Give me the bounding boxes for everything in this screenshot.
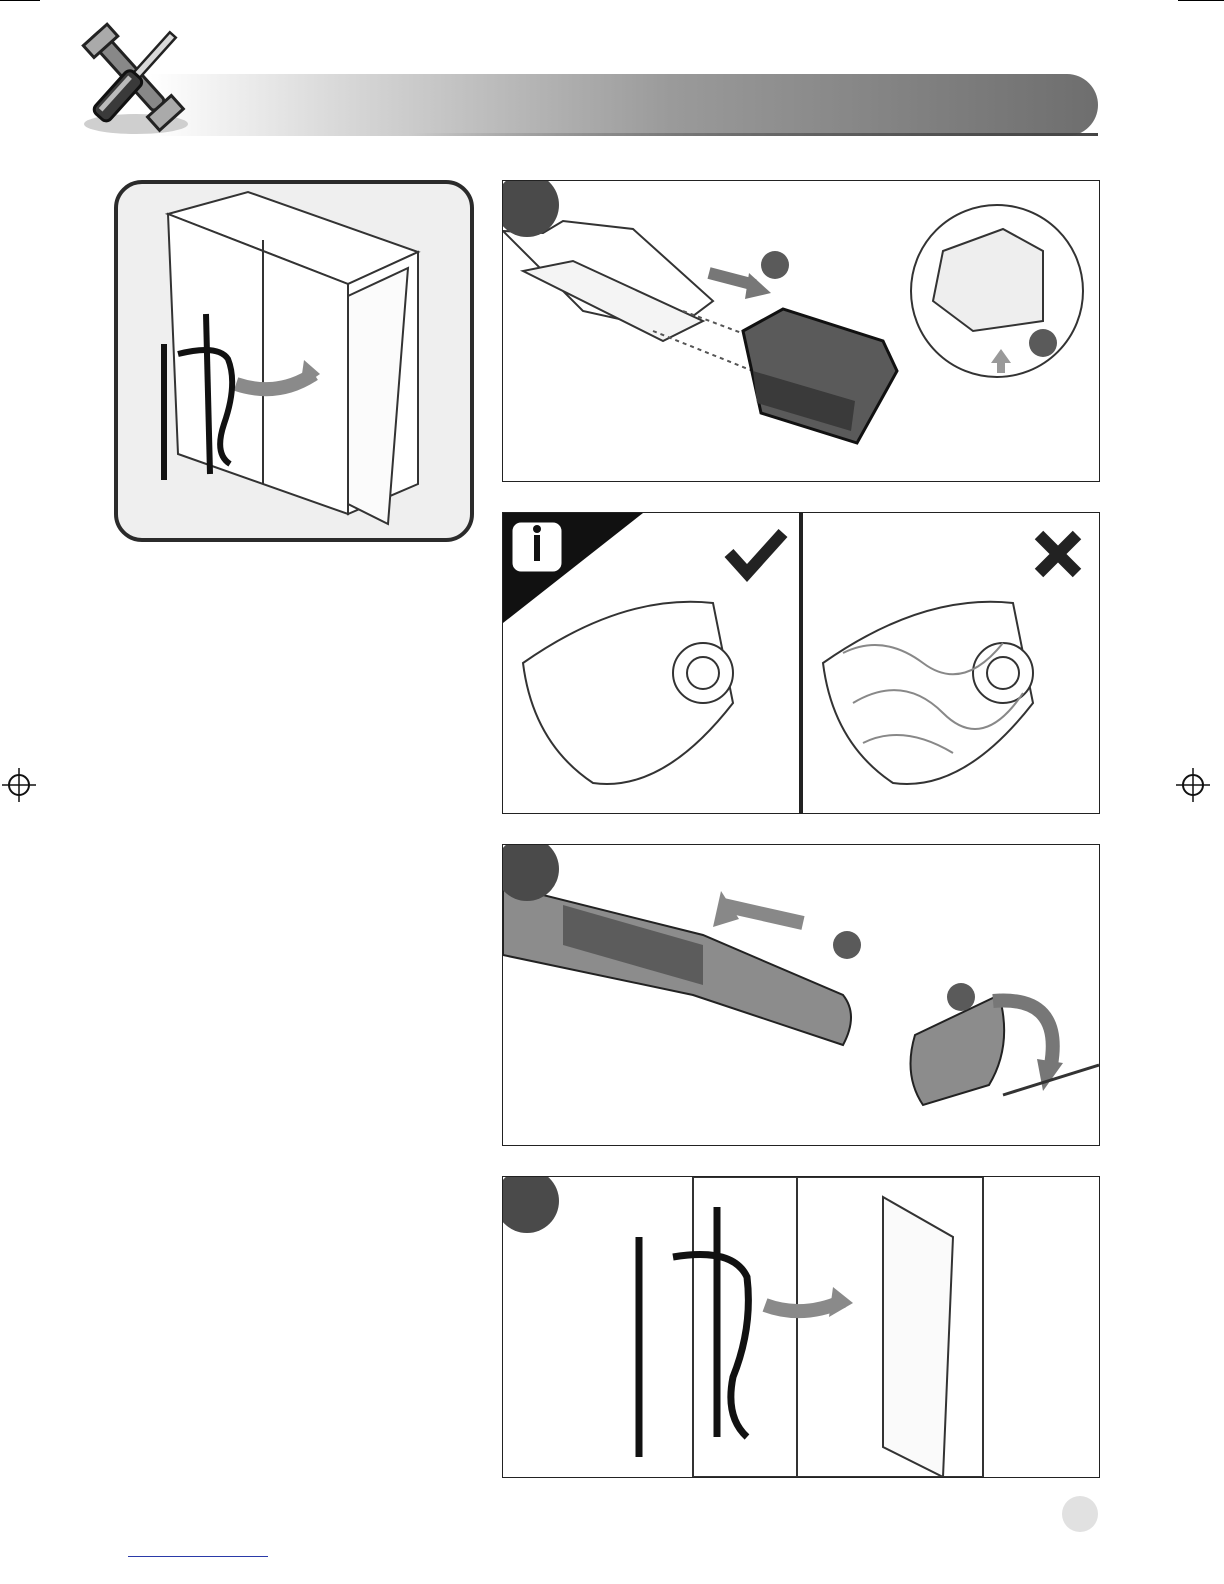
footer-link-line [128,1556,268,1557]
cabinet-store-icon [503,1177,1099,1477]
cross-icon [1039,535,1077,573]
cabinet-open-icon [118,184,470,538]
sub-step-marker-1 [761,251,789,279]
registration-mark-right [1176,768,1210,802]
registration-mark-left [2,768,36,802]
store-tool-panel [502,1176,1100,1478]
crop-mark-tl [0,0,40,1]
cap-rotate-icon [503,845,1099,1145]
page-number-badge [1062,1496,1098,1532]
tools-icon [74,20,204,136]
check-icon [729,533,783,573]
clean-guard-panel [502,512,1100,814]
section-header-bar [150,74,1098,136]
remove-cap-panel [502,844,1100,1146]
remove-battery-panel [502,180,1100,482]
sub-step-marker-1 [833,931,861,959]
sub-step-marker-2 [1029,329,1057,357]
sub-step-marker-2 [947,983,975,1011]
store-cabinet-figure [114,180,474,542]
crop-mark-tr [1178,0,1224,1]
battery-remove-icon [503,181,1099,481]
guard-clean-icon [503,513,1099,813]
